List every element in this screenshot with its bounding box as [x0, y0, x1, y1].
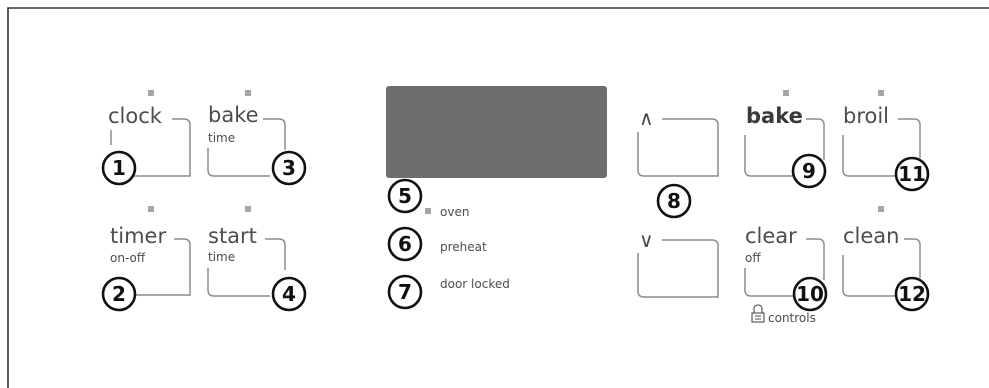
callout-4: 4 [271, 276, 307, 312]
clock-button-outline [133, 118, 191, 177]
clean-label: clean [843, 224, 899, 248]
callout-1-circle [101, 150, 137, 186]
timer-label: timer [110, 224, 166, 248]
down-arrow-icon: ∨ [639, 228, 654, 252]
bake-outline-bottom [744, 135, 794, 177]
timer-led [148, 206, 154, 212]
down-arrow-button[interactable]: ∨ [637, 228, 719, 298]
clock-led [148, 90, 154, 96]
callout-5-circle [387, 178, 423, 214]
bake-time-outline-bottom [207, 148, 270, 177]
indicator-oven: 5 oven [387, 178, 469, 219]
callout-7-number: 7 [398, 280, 412, 304]
indicator-door-locked: 7 door locked [387, 274, 510, 310]
start-time-led [245, 206, 251, 212]
bake-outline-top [806, 118, 825, 160]
callout-10-circle [792, 276, 828, 312]
clean-led [878, 206, 884, 212]
bake-time-outline-top [263, 118, 286, 150]
controls-label: controls [768, 311, 816, 325]
clear-off-label: clear [745, 224, 797, 248]
bake-time-sublabel: time [208, 131, 235, 145]
callout-1-number: 1 [112, 156, 126, 180]
bake-time-button[interactable]: bake time [207, 90, 286, 177]
callout-2-number: 2 [112, 282, 126, 306]
up-arrow-button[interactable]: ∧ [637, 106, 719, 177]
callout-4-circle [271, 276, 307, 312]
callout-3: 3 [271, 150, 307, 186]
callout-3-circle [271, 150, 307, 186]
callout-1: 1 [101, 150, 137, 186]
clock-label: clock [108, 104, 163, 128]
clear-off-outline-top [806, 238, 825, 280]
clear-off-button[interactable]: clear off [744, 224, 825, 297]
oven-indicator-label: oven [440, 205, 469, 219]
callout-8: 8 [656, 183, 692, 219]
down-arrow-outline [637, 239, 719, 298]
callout-3-number: 3 [282, 156, 296, 180]
clock-button[interactable]: clock [108, 90, 191, 177]
callout-6-number: 6 [398, 232, 412, 256]
clean-outline-bottom [842, 255, 895, 297]
timer-sublabel: on-off [110, 251, 146, 265]
clean-button[interactable]: clean [842, 206, 921, 297]
start-time-outline-bottom [207, 268, 270, 297]
start-time-label: start [208, 224, 257, 248]
callout-10: 10 [792, 276, 828, 312]
door-locked-indicator-label: door locked [440, 277, 510, 291]
callout-2-circle [101, 276, 137, 312]
oven-indicator-led [425, 208, 431, 214]
up-arrow-icon: ∧ [639, 106, 654, 130]
callout-5-number: 5 [398, 184, 412, 208]
start-time-outline-top [265, 238, 286, 270]
callout-2: 2 [101, 276, 137, 312]
callout-11-number: 11 [898, 162, 926, 186]
timer-button-outline [134, 238, 191, 296]
timer-button[interactable]: timer on-off [110, 206, 191, 296]
panel-frame [7, 7, 989, 388]
start-time-button[interactable]: start time [207, 206, 286, 297]
clear-off-sublabel: off [745, 251, 761, 265]
display-window [386, 86, 607, 178]
broil-button[interactable]: broil [842, 90, 921, 177]
callout-9-circle [791, 153, 827, 189]
bake-label: bake [746, 104, 803, 128]
bake-button[interactable]: bake [744, 90, 825, 177]
callout-11-circle [894, 156, 930, 192]
bake-time-led [245, 90, 251, 96]
bake-led [783, 90, 789, 96]
preheat-indicator-label: preheat [440, 240, 487, 254]
callout-7-circle [387, 274, 423, 310]
broil-outline-top [898, 118, 921, 158]
callout-12-circle [894, 276, 930, 312]
callout-4-number: 4 [282, 282, 296, 306]
callout-8-number: 8 [667, 189, 681, 213]
clean-outline-top [904, 238, 921, 278]
broil-outline-bottom [842, 135, 897, 177]
up-arrow-outline [637, 118, 719, 177]
callout-12-number: 12 [898, 282, 926, 306]
lock-icon [751, 304, 765, 323]
broil-label: broil [843, 104, 889, 128]
callout-8-circle [656, 183, 692, 219]
clear-off-outline-bottom [744, 268, 793, 297]
callout-11: 11 [894, 156, 930, 192]
controls-lock-label: controls [751, 304, 816, 325]
callout-12: 12 [894, 276, 930, 312]
start-time-sublabel: time [208, 250, 235, 264]
callout-6-circle [387, 226, 423, 262]
bake-time-label: bake [208, 103, 259, 127]
indicator-preheat: 6 preheat [387, 226, 487, 262]
broil-led [878, 90, 884, 96]
callout-9-number: 9 [802, 159, 816, 183]
callout-9: 9 [791, 153, 827, 189]
callout-10-number: 10 [796, 282, 824, 306]
